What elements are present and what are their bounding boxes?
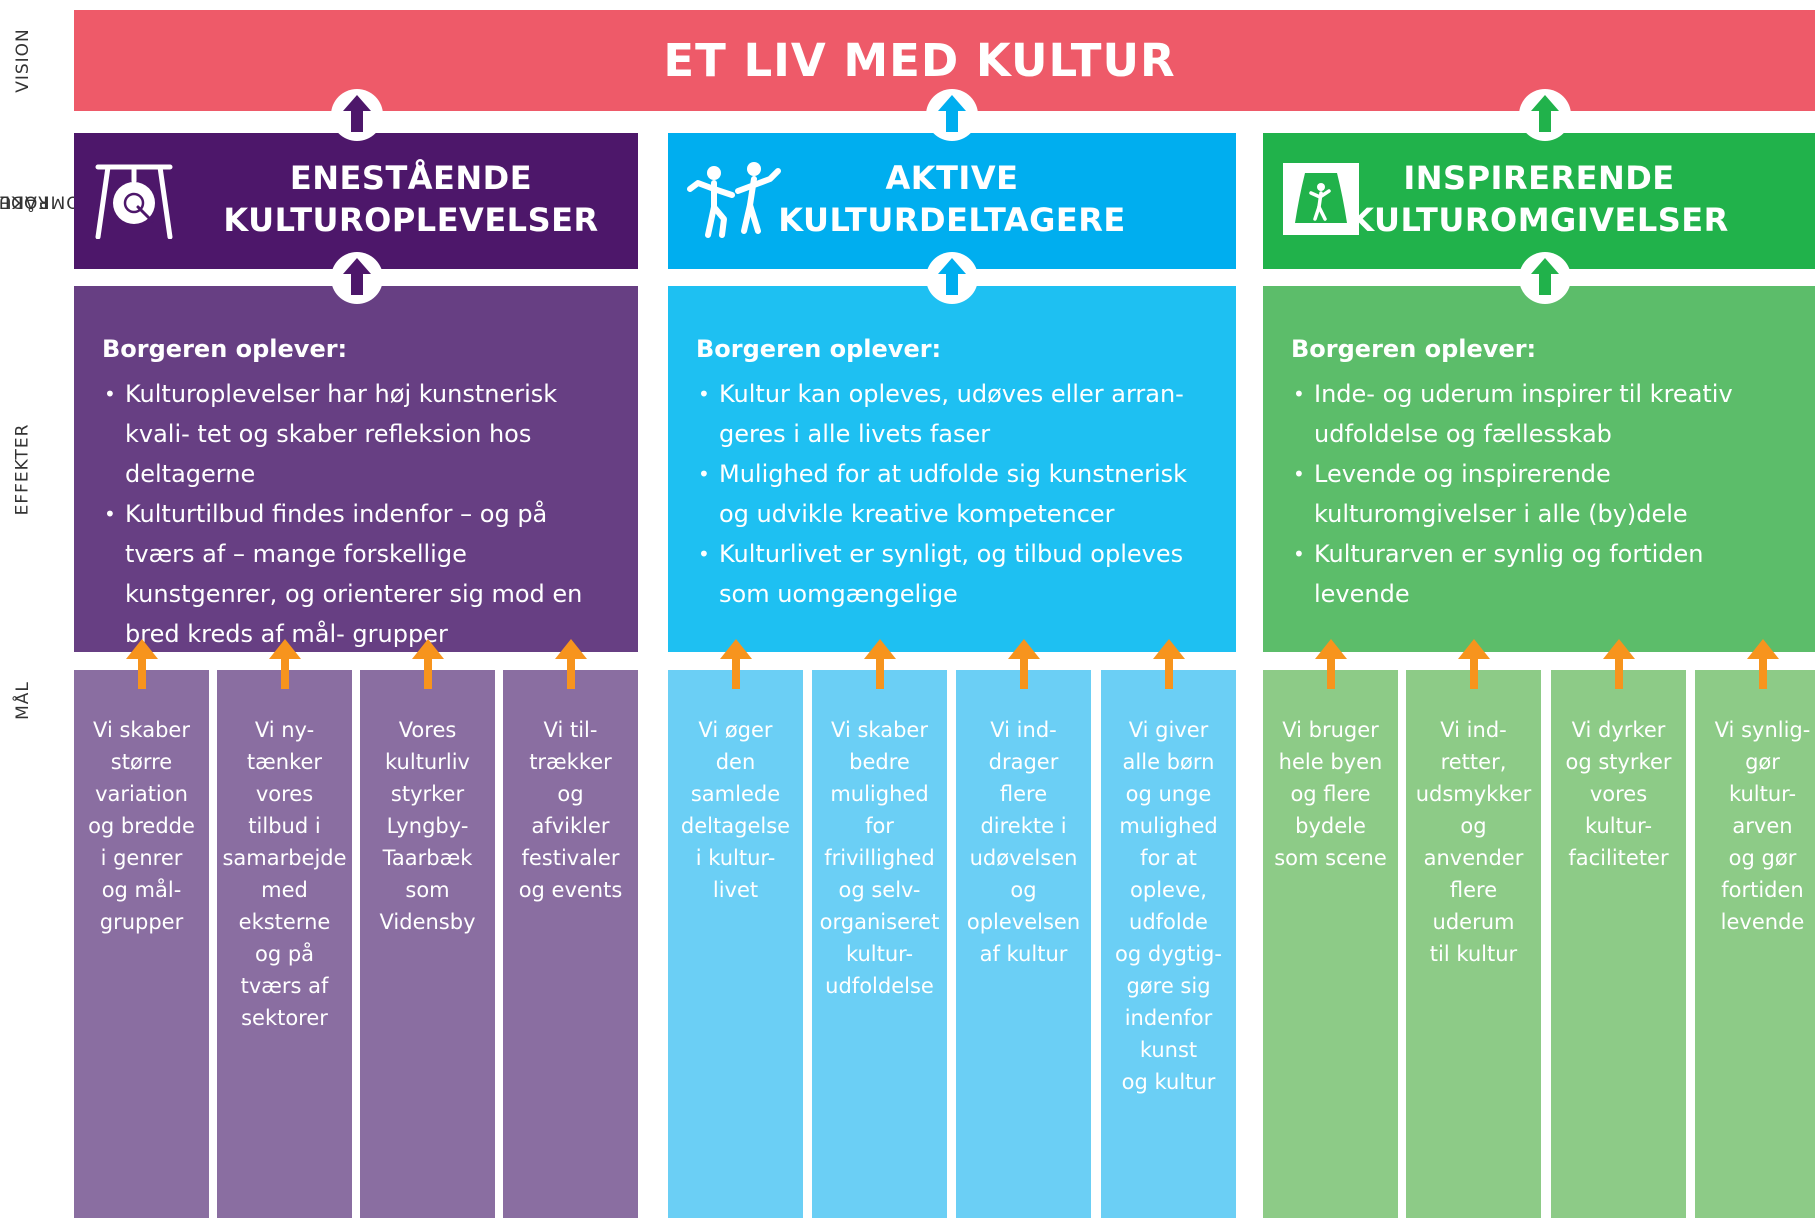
goal-card: Vi skaber bedre mulighed for frivillighe… <box>812 670 947 1218</box>
goal-card: Vi ny- tænker vores tilbud i samarbejde … <box>217 670 352 1218</box>
goal-card: Vi dyrker og styrker vores kultur- facil… <box>1551 670 1686 1218</box>
focus-area-enestaaende: ENESTÅENDE KULTUROPLEVELSER <box>74 133 638 269</box>
goal-card: Vi øger den samlede deltagelse i kultur-… <box>668 670 803 1218</box>
orange-up-arrow-icon <box>1314 639 1347 689</box>
row-label-maal: MÅL <box>12 680 33 720</box>
effects-heading: Borgeren oplever: <box>1291 335 1537 363</box>
goal-card: Vi ind- retter, udsmykker og anvender fl… <box>1406 670 1541 1218</box>
dancers-icon <box>687 162 781 238</box>
effects-item: Kulturarven er synlig og fortiden levend… <box>1291 534 1787 614</box>
orange-up-arrow-icon <box>125 639 158 689</box>
orange-up-arrow-icon <box>1746 639 1779 689</box>
effects-item: Mulighed for at udfolde sig kunstnerisk … <box>696 454 1208 534</box>
effects-panel-enestaaende: Borgeren oplever: Kulturoplevelser har h… <box>74 286 638 652</box>
effects-heading: Borgeren oplever: <box>102 335 348 363</box>
orange-up-arrow-icon <box>1152 639 1185 689</box>
effects-panel-aktive: Borgeren oplever: Kultur kan opleves, ud… <box>668 286 1236 652</box>
row-label-vision: VISION <box>12 28 33 93</box>
goal-card: Vores kulturliv styrker Lyngby- Taarbæk … <box>360 670 495 1218</box>
focus-title: ENESTÅENDE KULTUROPLEVELSER <box>223 159 599 239</box>
effects-item: Inde- og uderum inspirer til kreativ udf… <box>1291 374 1787 454</box>
goal-card: Vi bruger hele byen og flere bydele som … <box>1263 670 1398 1218</box>
goal-card: Vi til- trækker og afvikler festivaler o… <box>503 670 638 1218</box>
effects-heading: Borgeren oplever: <box>696 335 942 363</box>
stage-icon <box>1283 163 1359 235</box>
up-arrow-icon <box>1519 252 1571 304</box>
up-arrow-icon <box>331 89 383 141</box>
focus-area-inspirerende: INSPIRERENDE KULTUROMGIVELSER <box>1263 133 1815 269</box>
goal-card: Vi skaber større variation og bredde i g… <box>74 670 209 1218</box>
vision-title: ET LIV MED KULTUR <box>663 34 1176 87</box>
effects-list: Kultur kan opleves, udøves eller arran- … <box>696 374 1208 614</box>
up-arrow-icon <box>1519 89 1571 141</box>
row-label-fokusomraader: FOKUS-OMRÅDER <box>0 191 80 212</box>
up-arrow-icon <box>926 89 978 141</box>
focus-area-aktive: AKTIVE KULTURDELTAGERE <box>668 133 1236 269</box>
orange-up-arrow-icon <box>863 639 896 689</box>
effects-item: Kultur kan opleves, udøves eller arran- … <box>696 374 1208 454</box>
effects-panel-inspirerende: Borgeren oplever: Inde- og uderum inspir… <box>1263 286 1815 652</box>
effects-item: Kulturtilbud findes indenfor – og på tvæ… <box>102 494 610 654</box>
up-arrow-icon <box>926 252 978 304</box>
up-arrow-icon <box>331 252 383 304</box>
orange-up-arrow-icon <box>268 639 301 689</box>
effects-item: Levende og inspirerende kulturomgivelser… <box>1291 454 1787 534</box>
effects-list: Kulturoplevelser har høj kunstnerisk kva… <box>102 374 610 654</box>
effects-list: Inde- og uderum inspirer til kreativ udf… <box>1291 374 1787 614</box>
orange-up-arrow-icon <box>411 639 444 689</box>
focus-title: INSPIRERENDE KULTUROMGIVELSER <box>1349 159 1729 239</box>
effects-item: Kulturlivet er synligt, og tilbud opleve… <box>696 534 1208 614</box>
effects-item: Kulturoplevelser har høj kunstnerisk kva… <box>102 374 610 494</box>
orange-up-arrow-icon <box>1602 639 1635 689</box>
gong-icon <box>95 164 173 239</box>
goal-card: Vi giver alle børn og unge mulighed for … <box>1101 670 1236 1218</box>
row-label-effekter: EFFEKTER <box>12 423 33 515</box>
orange-up-arrow-icon <box>1457 639 1490 689</box>
focus-title: AKTIVE KULTURDELTAGERE <box>778 159 1126 239</box>
orange-up-arrow-icon <box>719 639 752 689</box>
orange-up-arrow-icon <box>554 639 587 689</box>
goal-card: Vi ind- drager flere direkte i udøvelsen… <box>956 670 1091 1218</box>
orange-up-arrow-icon <box>1007 639 1040 689</box>
goal-card: Vi synlig- gør kultur- arven og gør fort… <box>1695 670 1815 1218</box>
